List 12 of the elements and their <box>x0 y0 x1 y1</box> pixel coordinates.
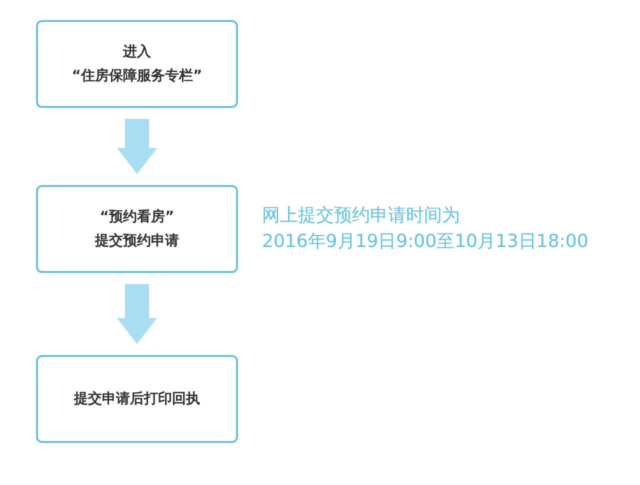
down-arrow <box>117 119 157 174</box>
down-arrow <box>117 284 157 344</box>
step-text: “预约看房” <box>100 208 174 227</box>
process-box <box>36 20 238 108</box>
step-text: 提交申请后打印回执 <box>74 390 200 409</box>
step-text: 进入 <box>123 43 151 62</box>
note-text: 网上提交预约申请时间为 <box>262 204 461 228</box>
step-text: “住房保障服务专栏” <box>72 66 202 86</box>
note-text: 2016年9月19日9:00至10月13日18:00 <box>262 230 588 254</box>
process-box <box>36 355 238 443</box>
step-text: 提交预约申请 <box>95 232 179 251</box>
process-box <box>36 185 238 273</box>
